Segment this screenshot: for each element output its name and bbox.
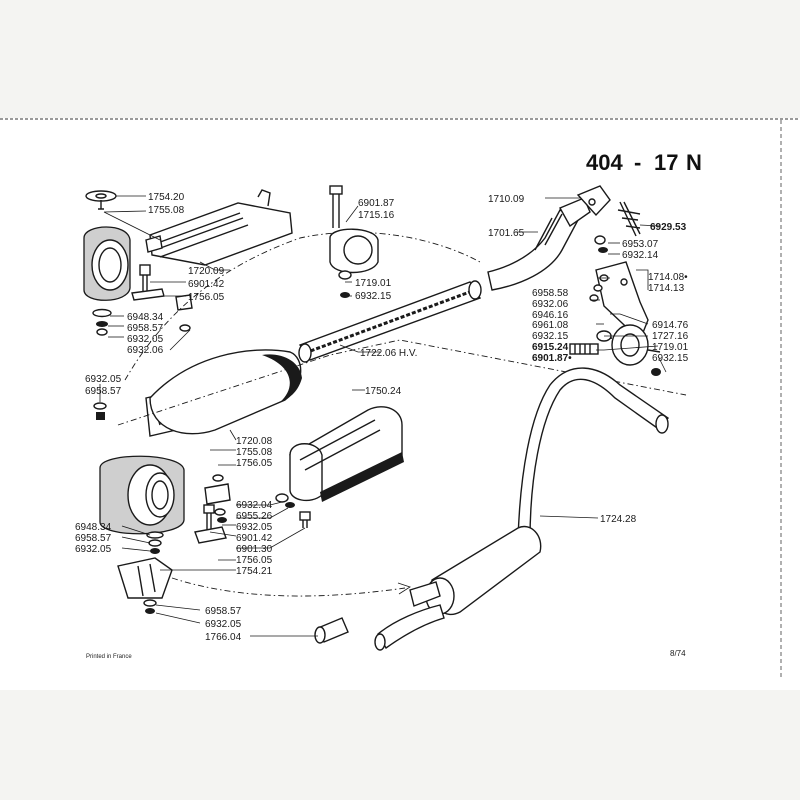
label-1750-24: 1750.24 — [365, 386, 402, 397]
label-6948-34-upper: 6948.34 — [127, 312, 164, 323]
label-6932-04: 6932.04 — [236, 500, 273, 511]
label-6961-08: 6961.08 — [532, 320, 569, 331]
label-6932-05-lower: 6932.05 — [236, 522, 273, 533]
label-1701-65: 1701.65 — [488, 228, 525, 239]
footer-date: 8/74 — [670, 649, 686, 658]
header-separator: - — [634, 150, 641, 175]
assembly-arrow — [171, 577, 406, 597]
label-1766-04: 1766.04 — [205, 632, 242, 643]
sleeve-1766-04 — [314, 617, 349, 644]
label-1756-05-upper: 1756.05 — [188, 292, 225, 303]
label-1714-13: 1714.13 — [648, 283, 685, 294]
footer-printed-in: Printed in France — [86, 654, 132, 660]
label-1715-16: 1715.16 — [358, 210, 395, 221]
label-1719-01-left: 1719.01 — [355, 278, 392, 289]
label-1720-09: 1720.09 — [188, 266, 225, 277]
washer-stack-upper — [92, 308, 191, 336]
label-6955-26: 6955.26 — [236, 511, 273, 522]
label-6958-57-upper: 6958.57 — [127, 323, 164, 334]
label-6932-05-bottom: 6932.05 — [205, 619, 242, 630]
bracket-1714-08 — [589, 261, 649, 342]
label-6958-57-bottom: 6958.57 — [205, 606, 242, 617]
label-6901-42-lower: 6901.42 — [236, 533, 273, 544]
label-6948-34-lower: 6948.34 — [75, 522, 112, 533]
label-1756-05-lower: 1756.05 — [236, 555, 273, 566]
sheet-top-edge — [0, 118, 800, 120]
label-6901-30: 6901.30 — [236, 544, 273, 555]
rear-muffler — [374, 525, 542, 651]
downpipe-1701-65 — [487, 197, 591, 291]
label-6932-15-far: 6932.15 — [652, 353, 689, 364]
label-1755-08-upper: 1755.08 — [148, 205, 185, 216]
label-1724-28: 1724.28 — [600, 514, 637, 525]
page-header: 404 - 17 N — [586, 150, 702, 175]
label-6953-07: 6953.07 — [622, 239, 659, 250]
label-1710-09: 1710.09 — [488, 194, 525, 205]
label-6901-87-right: 6901.87• — [532, 353, 572, 364]
tailpipe-1724-28 — [517, 367, 669, 541]
label-6958-58: 6958.58 — [532, 288, 569, 299]
label-1719-01-right: 1719.01 — [652, 342, 689, 353]
label-6932-06-right: 6932.06 — [532, 299, 569, 310]
label-6932-06-upper: 6932.06 — [127, 345, 164, 356]
label-6932-14: 6932.14 — [622, 250, 659, 261]
leader-lines — [99, 195, 667, 637]
header-section: N — [686, 150, 702, 175]
label-6932-05-lower-left: 6932.05 — [75, 544, 112, 555]
label-1754-21: 1754.21 — [236, 566, 273, 577]
label-6946-16: 6946.16 — [532, 310, 569, 321]
label-6932-05-upper: 6932.05 — [127, 334, 164, 345]
label-6915-24: 6915.24 — [532, 342, 569, 353]
clamp-ring-1727-16 — [569, 324, 661, 376]
label-6958-57-lower: 6958.57 — [75, 533, 112, 544]
axis-line-upper — [124, 231, 481, 381]
heat-shield-1750-24 — [288, 406, 404, 502]
bracket-1710-09 — [576, 185, 641, 237]
bolt-6901-30 — [275, 493, 311, 528]
label-6932-15-left: 6932.15 — [355, 291, 392, 302]
label-6901-87-upper: 6901.87 — [358, 198, 395, 209]
washer-1754-20 — [85, 190, 117, 210]
label-1755-08-lower: 1755.08 — [236, 447, 273, 458]
sheet-right-edge — [780, 120, 782, 680]
bracket-1754-21 — [117, 557, 173, 614]
label-6914-76: 6914.76 — [652, 320, 689, 331]
axis-line-middle — [117, 339, 687, 426]
label-1754-20: 1754.20 — [148, 192, 185, 203]
clamp-6953-07 — [594, 235, 608, 253]
header-group: 17 — [654, 150, 678, 175]
bracket-1756-05-lower — [194, 474, 231, 544]
part-labels: 1754.20 1755.08 1720.09 6901.42 1756.05 … — [75, 192, 689, 643]
rubber-mount-lower — [99, 455, 185, 535]
label-6901-42-upper: 6901.42 — [188, 279, 225, 290]
label-1756-05-mid: 1756.05 — [236, 458, 273, 469]
rubber-mount-upper — [83, 226, 131, 301]
assembly-arrowhead — [397, 582, 411, 595]
bolt-6901-42-upper — [131, 264, 193, 311]
clamp-1715-16 — [329, 185, 379, 298]
label-1727-16: 1727.16 — [652, 331, 689, 342]
label-1720-08: 1720.08 — [236, 436, 273, 447]
heat-shield-upper — [145, 189, 293, 266]
label-6958-57-mid: 6958.57 — [85, 386, 122, 397]
label-6932-05-mid: 6932.05 — [85, 374, 122, 385]
label-6929-53: 6929.53 — [650, 222, 687, 233]
header-model: 404 — [586, 150, 623, 175]
label-6932-15-right: 6932.15 — [532, 331, 569, 342]
label-1722-06: 1722.06 H.V. — [360, 348, 417, 359]
heat-shield-lower — [149, 349, 302, 435]
flex-pipe-1722-06 — [298, 280, 482, 363]
label-1714-08: 1714.08• — [648, 272, 688, 283]
washer-stack-lower — [146, 531, 164, 554]
